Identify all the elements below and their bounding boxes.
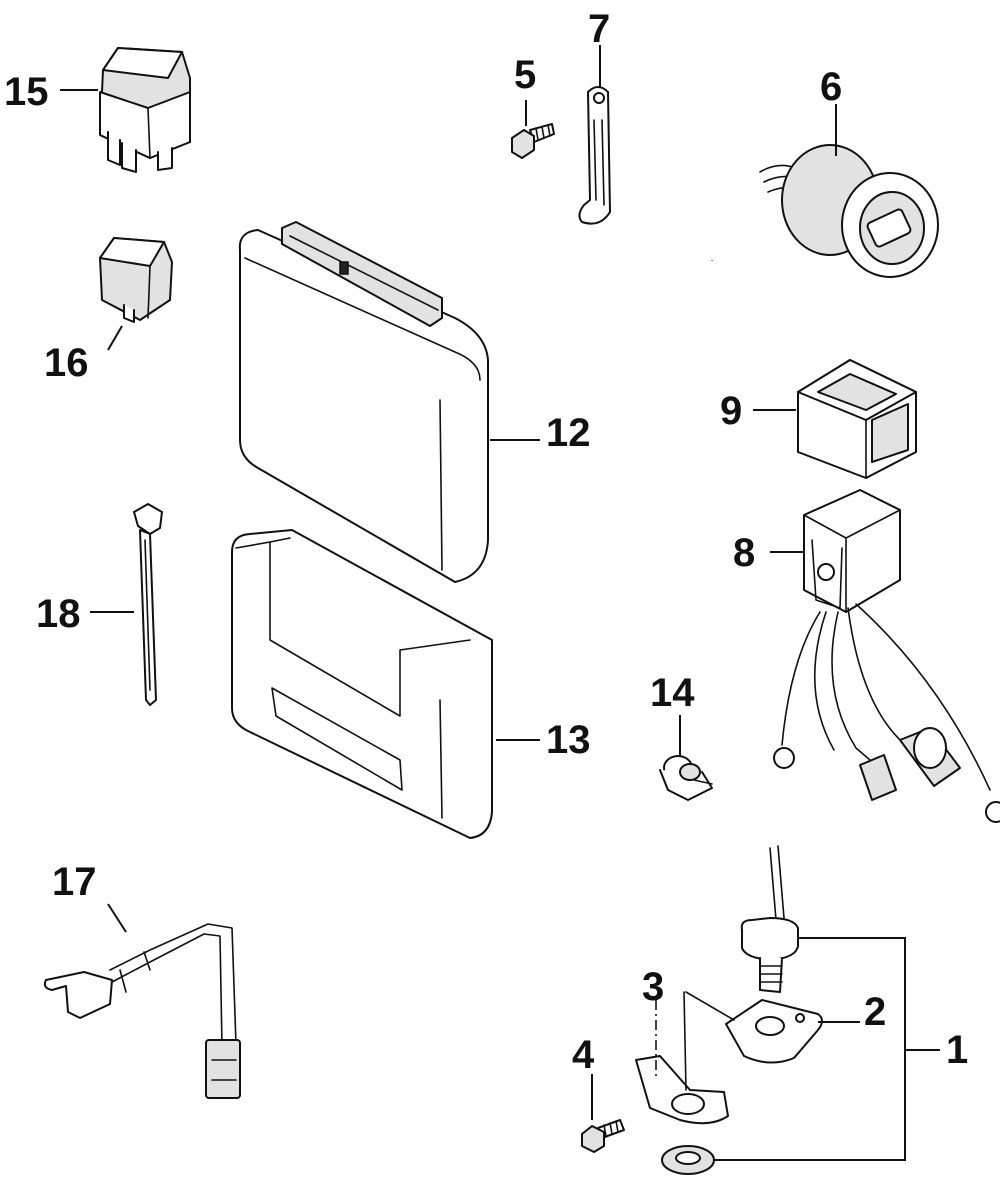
part-17-switch-harness [43, 923, 241, 1099]
callout-12: 12 [546, 411, 591, 455]
callout-16: 16 [44, 341, 89, 385]
callout-9: 9 [720, 389, 742, 433]
part-12-ecu [238, 221, 489, 583]
part-9-coupler [797, 359, 917, 479]
part-16-relay [99, 237, 173, 323]
callout-5: 5 [514, 53, 536, 97]
part-14-clamp [659, 755, 713, 801]
part-1-sensor [740, 845, 799, 993]
callout-17: 17 [52, 860, 97, 904]
part-2-plate [725, 999, 823, 1064]
callout-3: 3 [642, 965, 664, 1009]
callout-6: 6 [820, 65, 842, 109]
callout-labels: 15 5 7 6 16 12 9 8 18 14 13 17 3 2 1 4 [4, 7, 968, 1077]
part-3-bracket [635, 1055, 729, 1125]
callout-4: 4 [572, 1033, 595, 1077]
leader-lines [60, 45, 940, 1161]
part-7-bracket [578, 86, 611, 225]
callout-13: 13 [546, 718, 591, 762]
callout-18: 18 [36, 592, 81, 636]
part-4-bolt [581, 1119, 625, 1153]
callout-1: 1 [946, 1028, 968, 1072]
part-18-cable-tie [133, 503, 163, 706]
part-5-bolt [511, 123, 555, 159]
callout-2: 2 [864, 990, 886, 1034]
callout-15: 15 [4, 70, 49, 114]
part-8-regulator [773, 489, 1000, 823]
part-13-holder [231, 529, 493, 839]
part-15-relay [99, 47, 191, 173]
washer [661, 1145, 715, 1175]
callout-8: 8 [733, 531, 755, 575]
callout-7: 7 [588, 7, 610, 51]
callout-14: 14 [650, 671, 695, 715]
part-6-ignition-switch [706, 144, 939, 278]
